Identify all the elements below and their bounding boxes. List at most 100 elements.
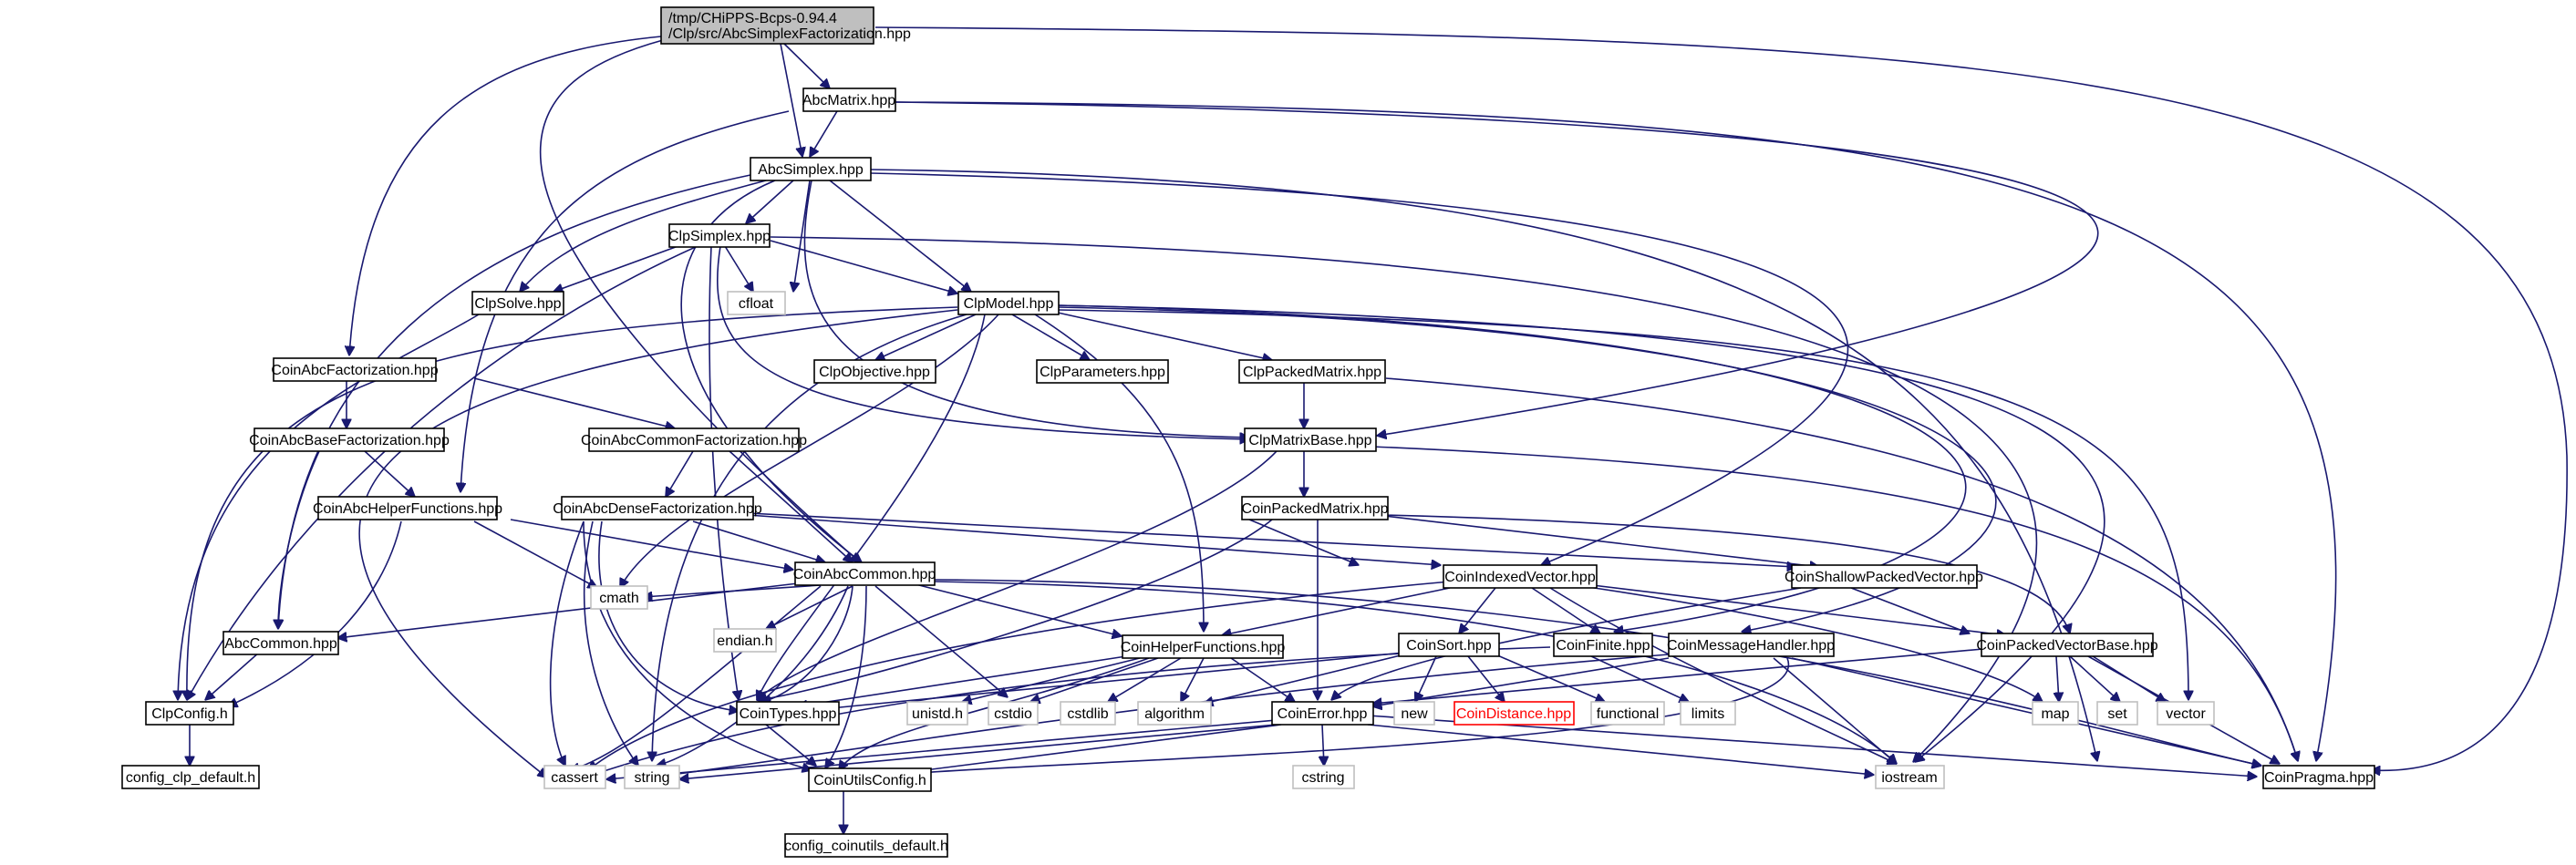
edge-abcmatrix-abcsimplex [810,110,838,157]
nodes: /tmp/CHiPPS-Bcps-0.94.4 /Clp/src/AbcSimp… [121,6,2375,858]
edge-clpmodel-coinhelper [1034,314,1204,632]
node-coinshallowpackedvector[interactable]: CoinShallowPackedVector.hpp [1785,564,1983,589]
edge-coinabccommon-cointypes [761,585,853,702]
node-clpsolve[interactable]: ClpSolve.hpp [471,291,564,315]
edge-coinabccommon-coinhelper [911,582,1122,636]
edge-clpmatrixbase-coinpragma [1371,446,2298,761]
edge-clpmatrixbase-cointypes [757,450,1278,700]
edge-abcsimplex-clpmodel [829,180,971,292]
label-coinabccommon: CoinAbcCommon.hpp [793,567,936,582]
node-coinabcdensefactorization[interactable]: CoinAbcDenseFactorization.hpp [553,496,762,520]
node-config-clp-default[interactable]: config_clp_default.h [121,765,260,789]
node-abccommon[interactable]: AbcCommon.hpp [222,631,339,655]
node-functional[interactable]: functional [1590,701,1665,726]
edge-cointypes-coinutilsconfig [765,724,816,766]
edge-coinabccommon-string [657,585,849,766]
node-coinpackedvectorbase[interactable]: CoinPackedVectorBase.hpp [1976,633,2158,657]
node-coinmessagehandler[interactable]: CoinMessageHandler.hpp [1667,633,1835,657]
label-coinshallowpackedvector: CoinShallowPackedVector.hpp [1785,570,1983,585]
node-coinutilsconfig[interactable]: CoinUtilsConfig.h [808,767,932,792]
node-coinabcbasefactorization[interactable]: CoinAbcBaseFactorization.hpp [249,427,450,452]
edge-clpmodel-clpconfig [187,306,958,700]
node-coinabccommon[interactable]: CoinAbcCommon.hpp [793,561,936,586]
edge-coinabccommonfact-coinabccommon [729,450,853,562]
edge-abcmatrix-clpmatrixbase [895,101,2099,436]
node-coinabcfactorization[interactable]: CoinAbcFactorization.hpp [271,357,439,382]
edge-coinerror-coinpragma [1367,715,2257,777]
node-string[interactable]: string [624,765,680,789]
node-algorithm[interactable]: algorithm [1137,701,1212,726]
node-coinerror[interactable]: CoinError.hpp [1271,701,1374,726]
node-clpconfig[interactable]: ClpConfig.h [145,701,234,726]
label-coinfinite: CoinFinite.hpp [1556,638,1650,654]
node-new[interactable]: new [1393,701,1435,726]
edge-coinmsg-coinutilsconfig [871,657,1790,777]
node-coinfinite[interactable]: CoinFinite.hpp [1553,633,1653,657]
node-cstdio[interactable]: cstdio [988,701,1039,726]
node-clpsimplex[interactable]: ClpSimplex.hpp [668,223,771,248]
node-set[interactable]: set [2096,701,2138,726]
edge-clpsimplex-iostream [770,236,2038,762]
edge-coinindexed-cassert [588,581,1451,770]
label-cointypes: CoinTypes.hpp [740,706,837,722]
root-label-line2: /Clp/src/AbcSimplexFactorization.hpp [668,26,911,42]
node-coinindexedvector[interactable]: CoinIndexedVector.hpp [1443,564,1598,589]
node-coinhelperfunctions[interactable]: CoinHelperFunctions.hpp [1121,634,1286,659]
node-unistd[interactable]: unistd.h [906,701,968,726]
node-coinpackedmatrix[interactable]: CoinPackedMatrix.hpp [1241,496,1389,520]
edge-coinabcdense-coinindexedvector [747,514,1441,565]
edge-clppacked-coinpragma [1385,377,2298,761]
node-cfloat[interactable]: cfloat [727,291,786,315]
edge-abccommon-clpconfig [205,651,261,700]
node-cstring[interactable]: cstring [1292,765,1355,789]
label-clpsimplex: ClpSimplex.hpp [668,229,771,244]
node-map[interactable]: map [2032,701,2079,726]
label-coinutilsconfig: CoinUtilsConfig.h [813,773,926,788]
edge-coinindexed-coinsort [1459,587,1496,633]
node-cassert[interactable]: cassert [543,765,606,789]
edge-clpmodel-clpobjective [875,314,977,360]
node-clpmatrixbase[interactable]: ClpMatrixBase.hpp [1244,427,1377,452]
node-cstdlib[interactable]: cstdlib [1060,701,1116,726]
node-coindistance[interactable]: CoinDistance.hpp [1454,701,1575,726]
label-clpmatrixbase: ClpMatrixBase.hpp [1248,433,1371,448]
edge-coinabcdense-string [583,520,638,766]
label-coinerror: CoinError.hpp [1278,706,1368,722]
edge-coinpackedmatrix-cointypes [757,519,1273,700]
edge-coinhelper-cstdlib [1108,657,1182,702]
node-abcmatrix[interactable]: AbcMatrix.hpp [802,88,896,112]
edge-coinabcdense-cassert [549,520,585,766]
label-coindistance: CoinDistance.hpp [1456,706,1571,722]
edge-coinpackedmatrix-coinindexedvector [1248,519,1359,565]
edge-coinpvb-coinerror [1372,648,1984,704]
node-clpobjective[interactable]: ClpObjective.hpp [813,359,936,384]
label-coinabchelperfunctions: CoinAbcHelperFunctions.hpp [313,501,502,517]
edge-coinerror-cassert [606,719,1278,779]
label-clppackedmatrix: ClpPackedMatrix.hpp [1243,365,1381,380]
node-cointypes[interactable]: CoinTypes.hpp [736,701,840,726]
node-coinabccommonfactorization[interactable]: CoinAbcCommonFactorization.hpp [581,427,807,452]
node-abcsimplex[interactable]: AbcSimplex.hpp [750,157,872,181]
node-config-coinutils-default[interactable]: config_coinutils_default.h [784,833,948,858]
node-coinsort[interactable]: CoinSort.hpp [1398,633,1500,657]
edge-clpmodel-vector [1057,309,2188,700]
node-coinabchelperfunctions[interactable]: CoinAbcHelperFunctions.hpp [313,496,502,520]
node-clpmodel[interactable]: ClpModel.hpp [957,291,1060,315]
node-vector[interactable]: vector [2157,701,2215,726]
node-iostream[interactable]: iostream [1875,765,1945,789]
node-root-abcsimplexfactorization[interactable]: /tmp/CHiPPS-Bcps-0.94.4 /Clp/src/AbcSimp… [660,6,911,45]
node-limits[interactable]: limits [1680,701,1736,726]
node-cmath[interactable]: cmath [590,585,648,610]
node-endian[interactable]: endian.h [713,628,777,653]
edge-coinpackedmatrix-coinshallow [1376,514,1819,567]
node-clpparameters[interactable]: ClpParameters.hpp [1036,359,1169,384]
node-coinpragma[interactable]: CoinPragma.hpp [2262,765,2375,789]
edge-coinabccommon-cmath [643,584,822,597]
label-coinindexedvector: CoinIndexedVector.hpp [1444,570,1596,585]
edge-root-coinabccommon [539,39,860,562]
edge-coinsort-cointypes [802,652,1405,711]
label-coinmessagehandler: CoinMessageHandler.hpp [1667,638,1835,654]
node-clppackedmatrix[interactable]: ClpPackedMatrix.hpp [1238,359,1386,384]
edge-abcmatrix-coinpragma [895,101,2337,761]
label-cfloat: cfloat [739,296,774,312]
